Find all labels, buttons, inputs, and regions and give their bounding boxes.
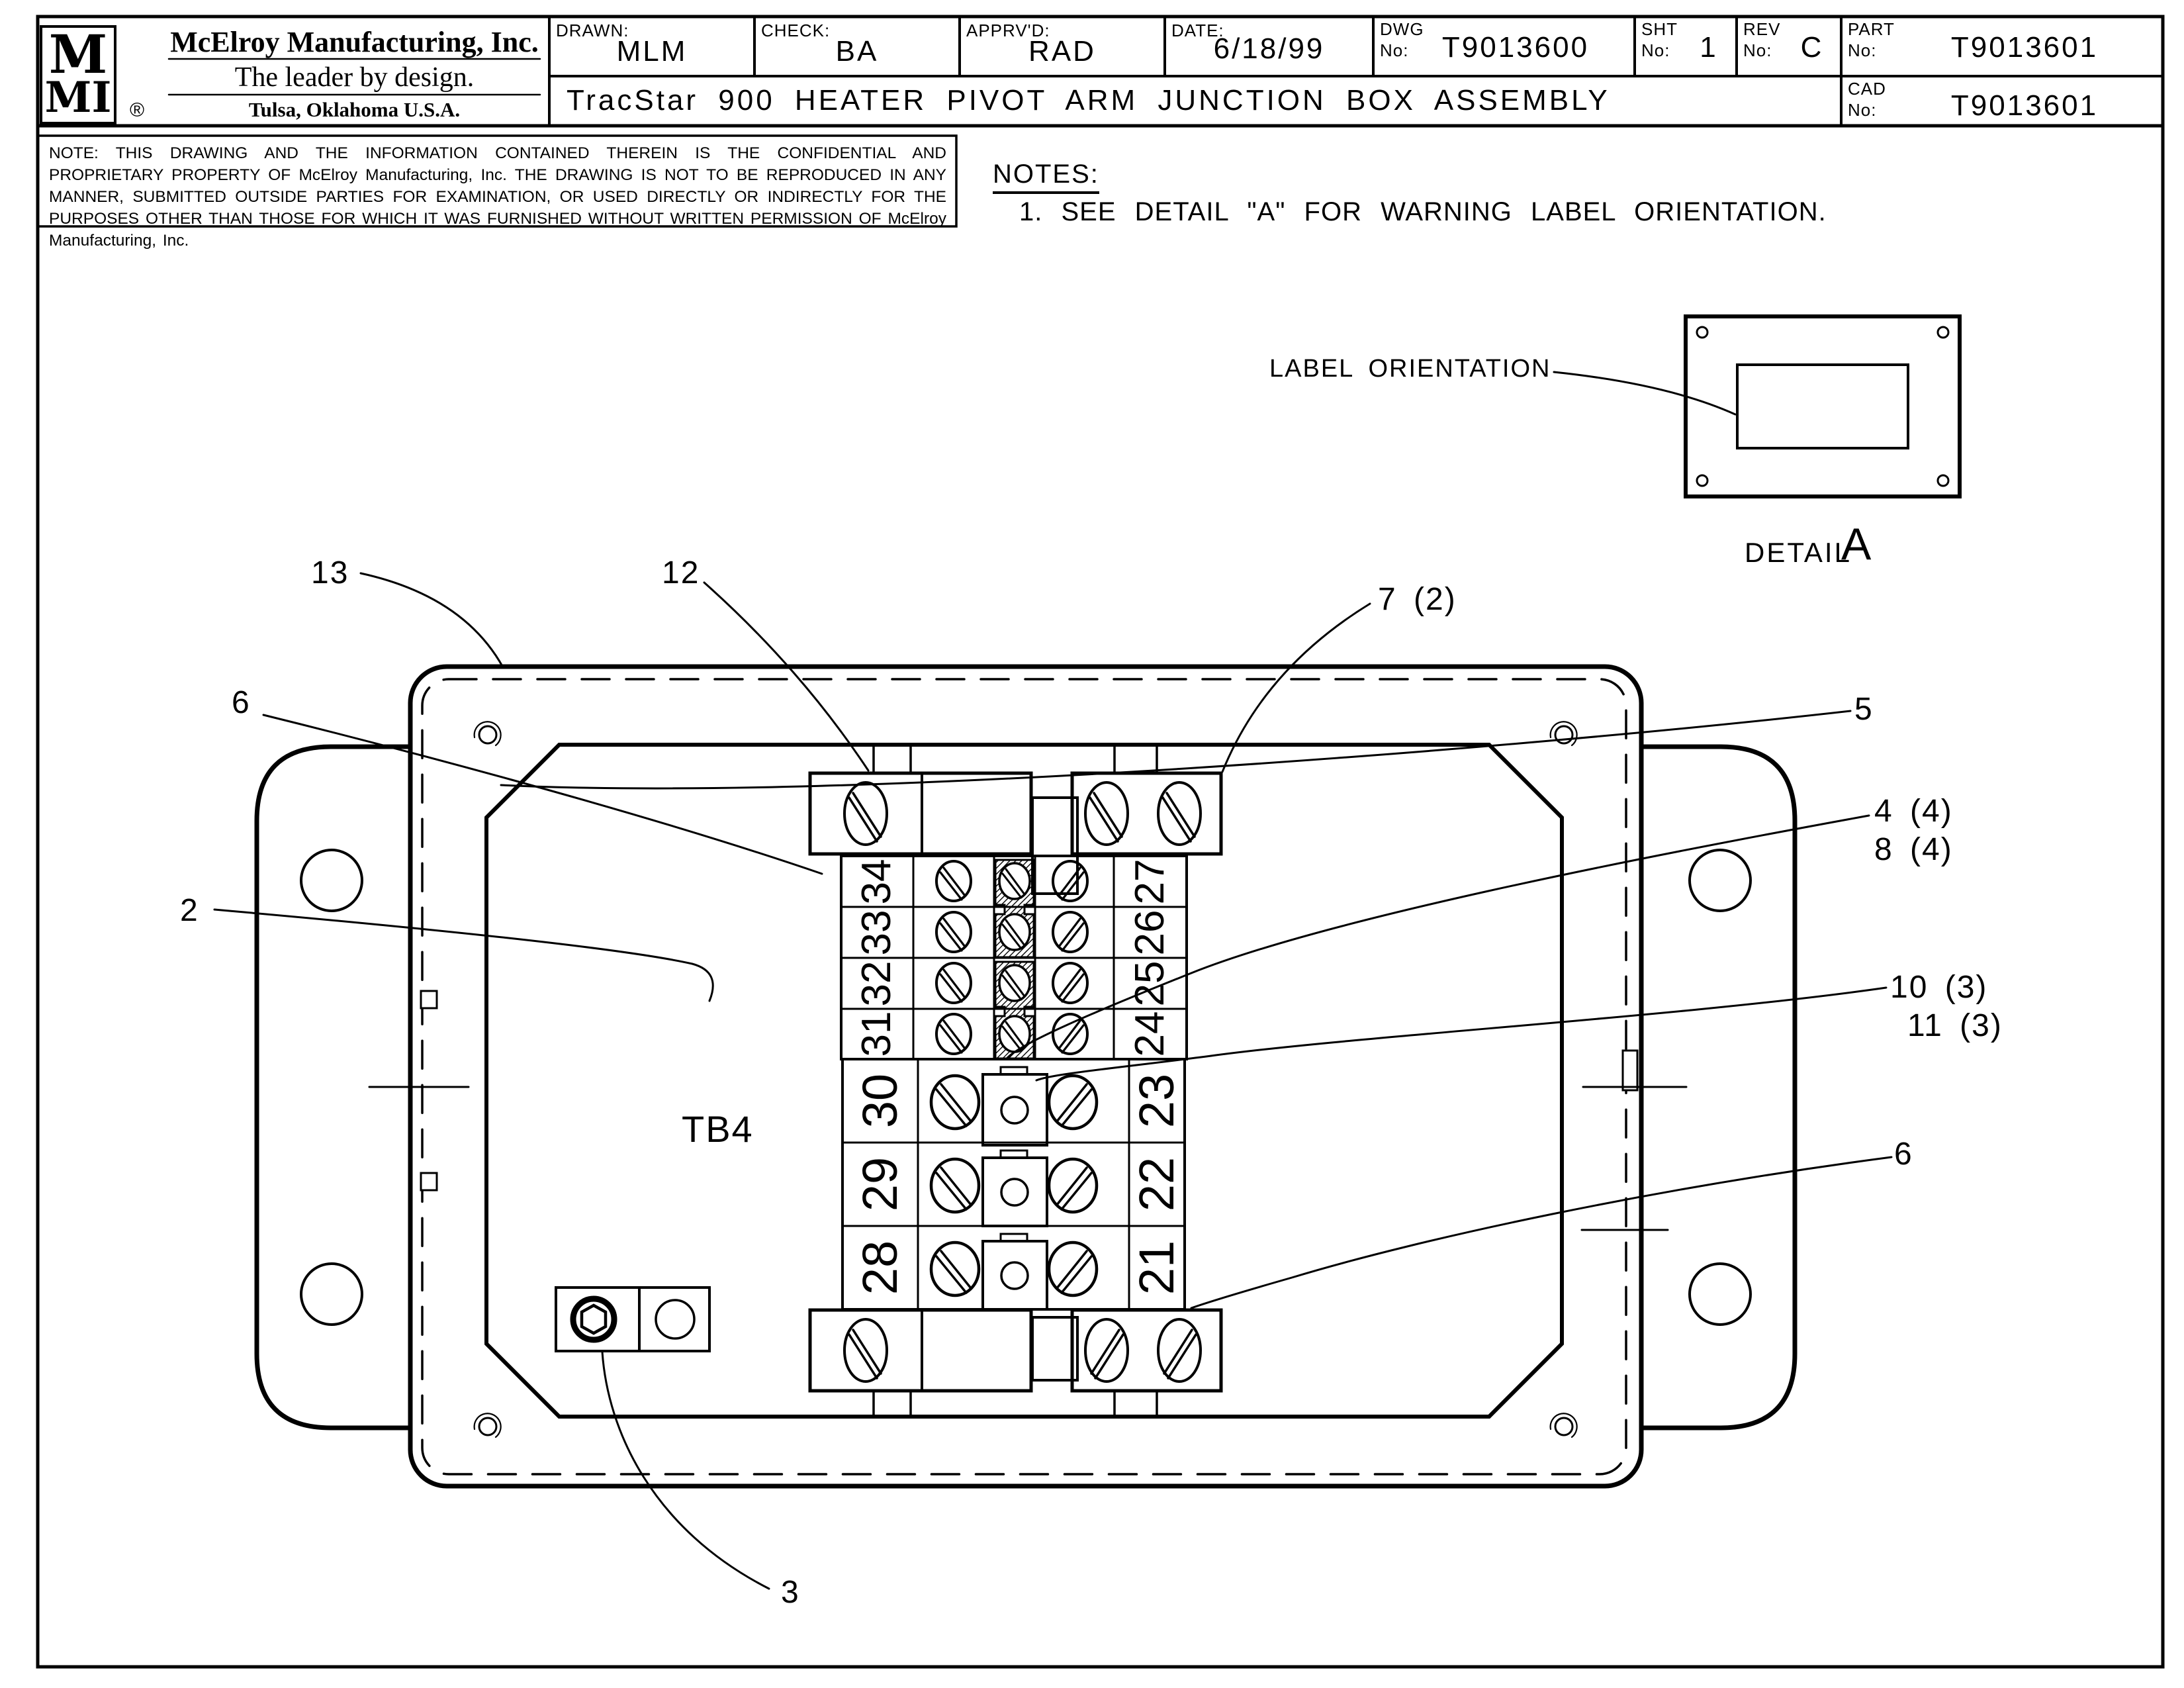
callout-11: 11 (3) — [1907, 1008, 2003, 1043]
terminal-23: 23 — [1129, 1073, 1184, 1129]
company-tagline: The leader by design. — [234, 62, 475, 93]
terminal-22: 22 — [1129, 1156, 1184, 1212]
detail-label: DETAIL — [1745, 537, 1852, 568]
part-label-1: PART — [1848, 19, 1895, 39]
terminal-strip-lower — [841, 1058, 1186, 1311]
terminal-33: 33 — [854, 910, 899, 956]
terminal-28: 28 — [852, 1240, 907, 1295]
terminal-32: 32 — [854, 961, 899, 1007]
rev-value: C — [1800, 31, 1824, 64]
dwg-value: T9013600 — [1441, 31, 1590, 64]
callout-7: 7 (2) — [1378, 582, 1457, 617]
drawn-value: MLM — [616, 35, 688, 68]
rev-label-2: No: — [1743, 40, 1772, 60]
terminal-21: 21 — [1129, 1240, 1184, 1295]
terminal-30: 30 — [852, 1073, 907, 1129]
confidential-note-box — [36, 134, 958, 228]
part-label-2: No: — [1848, 40, 1877, 60]
dwg-label-2: No: — [1380, 40, 1409, 60]
drawn-label: DRAWN: — [556, 21, 629, 40]
apprvd-value: RAD — [1028, 35, 1096, 68]
callout-8: 8 (4) — [1874, 832, 1953, 867]
logo-letter-m: M — [48, 23, 108, 85]
terminal-strip-upper — [840, 855, 1188, 1060]
sht-value: 1 — [1700, 31, 1718, 64]
detail-letter: A — [1841, 519, 1872, 569]
terminal-25: 25 — [1127, 961, 1173, 1007]
sht-label-1: SHT — [1641, 19, 1678, 39]
cover-plate — [473, 720, 1578, 1438]
cad-label-1: CAD — [1848, 79, 1886, 99]
junction-box-lid — [368, 664, 1688, 1489]
terminal-24: 24 — [1127, 1011, 1173, 1057]
callout-5: 5 — [1854, 692, 1874, 727]
terminal-29: 29 — [852, 1156, 907, 1212]
terminal-27: 27 — [1127, 859, 1173, 905]
callout-4: 4 (4) — [1874, 794, 1953, 829]
sht-label-2: No: — [1641, 40, 1670, 60]
registered-mark: ® — [130, 99, 145, 121]
check-value: BA — [835, 35, 879, 68]
callout-6-right: 6 — [1894, 1137, 1913, 1172]
notes-heading: NOTES: — [993, 161, 1099, 194]
terminal-34: 34 — [854, 859, 899, 905]
callout-13: 13 — [311, 555, 349, 590]
company-name: McElroy Manufacturing, Inc. — [170, 26, 539, 58]
confidential-note: NOTE: THIS DRAWING AND THE INFORMATION C… — [49, 144, 946, 250]
bottom-connector-blocks — [808, 1308, 1223, 1418]
callout-6-left: 6 — [232, 685, 251, 720]
callout-2: 2 — [180, 893, 199, 928]
top-connector-blocks — [808, 743, 1223, 895]
terminal-26: 26 — [1127, 910, 1173, 956]
sheet-border — [36, 15, 2165, 1669]
callout-12: 12 — [662, 555, 700, 590]
check-label: CHECK: — [761, 21, 831, 40]
logo-letters-mi: MI — [44, 73, 112, 122]
date-value: 6/18/99 — [1213, 32, 1325, 65]
leader-lines — [213, 572, 1893, 1590]
logo-mmi: M MI — [41, 28, 115, 119]
rev-label-1: REV — [1743, 19, 1781, 39]
detail-a-view — [1553, 314, 1962, 498]
mounting-flanges — [254, 744, 1797, 1430]
terminal-block-name: TB4 — [682, 1108, 754, 1150]
date-label: DATE: — [1171, 21, 1224, 40]
ground-bolt-assembly — [555, 1286, 711, 1352]
dwg-label-1: DWG — [1380, 19, 1424, 39]
note-item-1: 1. SEE DETAIL "A" FOR WARNING LABEL ORIE… — [1019, 197, 1827, 226]
label-orientation-callout: LABEL ORIENTATION — [1269, 355, 1551, 383]
cad-label-2: No: — [1848, 100, 1877, 120]
part-value: T9013601 — [1950, 31, 2099, 64]
title-block-grid — [36, 15, 2165, 128]
company-location: Tulsa, Oklahoma U.S.A. — [248, 98, 461, 121]
drawing-title: TracStar 900 HEATER PIVOT ARM JUNCTION B… — [567, 84, 1610, 117]
terminal-31: 31 — [854, 1011, 899, 1057]
callout-10: 10 (3) — [1890, 970, 1988, 1005]
cad-value: T9013601 — [1950, 89, 2099, 122]
apprvd-label: APPRV'D: — [966, 21, 1050, 40]
callout-3: 3 — [781, 1575, 800, 1610]
